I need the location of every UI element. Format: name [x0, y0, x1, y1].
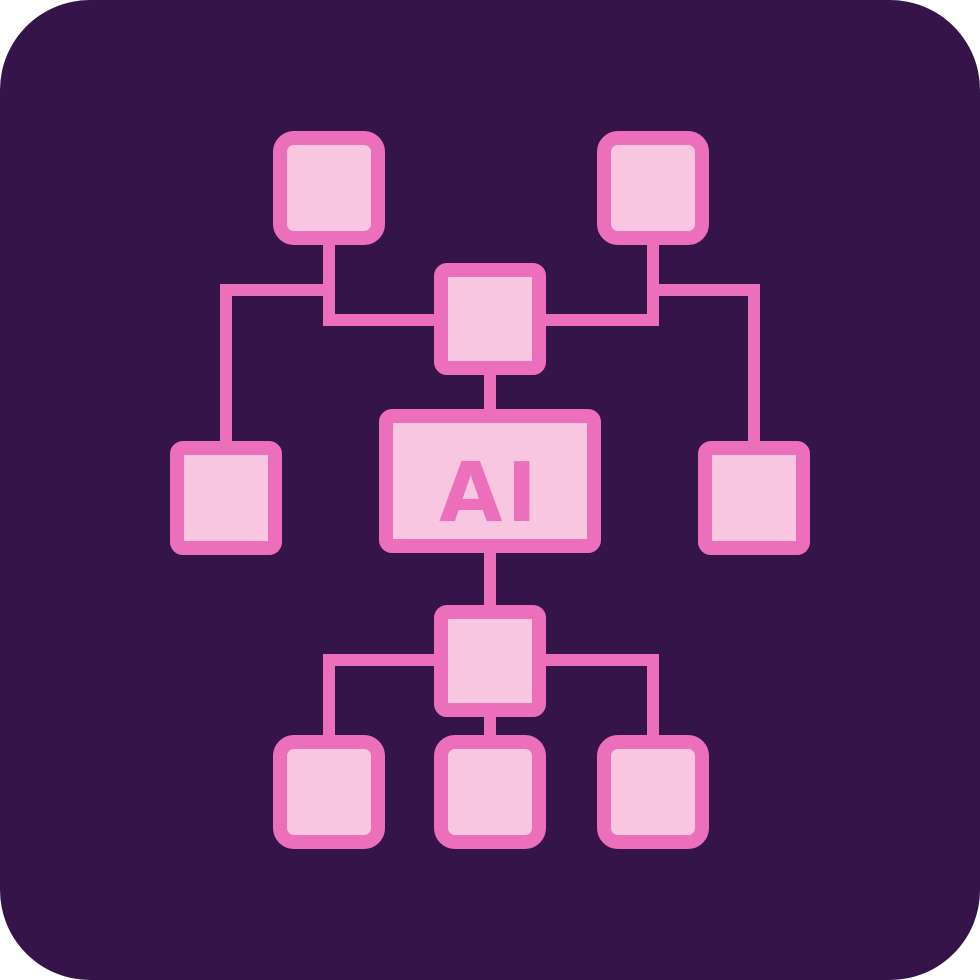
node-bottom-center	[434, 735, 546, 849]
connector-top-left	[323, 236, 446, 326]
node-top-left	[273, 131, 385, 245]
node-bottom-right	[597, 735, 709, 849]
connector-left-middle	[220, 284, 335, 452]
connector-bottom-right	[534, 654, 659, 746]
node-top-right	[597, 131, 709, 245]
connector-right-middle	[647, 284, 760, 452]
node-right-middle	[698, 441, 810, 555]
ai-label: AI	[439, 446, 541, 541]
ai-box	[379, 409, 601, 553]
node-top-hub	[434, 263, 546, 375]
node-boxes	[170, 131, 810, 849]
connector-bottom-left	[323, 654, 446, 746]
connector-top-right	[534, 236, 659, 326]
node-bottom-hub	[434, 605, 546, 717]
connector-lines	[220, 236, 760, 746]
node-left-middle	[170, 441, 282, 555]
node-bottom-left	[273, 735, 385, 849]
